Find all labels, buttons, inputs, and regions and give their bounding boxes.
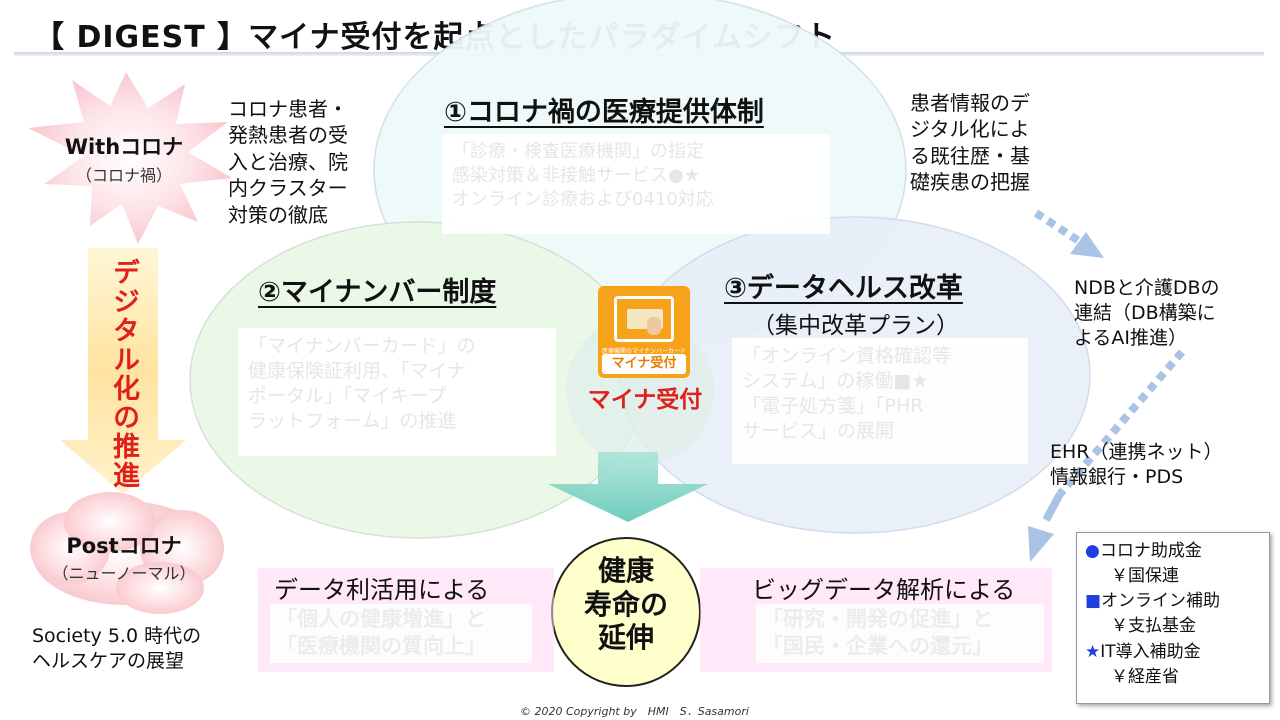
ndb-note: NDBと介護DBの 連結（DB構築に よるAI推進） [1074, 276, 1220, 351]
dotted-arrow-3 [1042, 492, 1064, 522]
legend-sub: ￥国保連 [1111, 566, 1179, 587]
card-reader-icon [614, 296, 674, 342]
society-line: Society 5.0 時代の [32, 625, 202, 647]
box-line: 「電子処方箋」「PHR [742, 395, 924, 418]
note-line: 対策の徹底 [228, 202, 328, 227]
society-text: Society 5.0 時代の ヘルスケアの展望 [32, 624, 201, 674]
subsidy-legend: ●コロナ助成金 ￥国保連 ■オンライン補助 ￥支払基金 ★IT導入補助金 ￥経産… [1076, 532, 1270, 704]
note-line: 礎疾患の把握 [910, 170, 1030, 195]
box-line: システム」の稼働■★ [742, 370, 929, 393]
with-corona-title: Withコロナ [64, 135, 184, 159]
square-bullet-icon: ■ [1085, 591, 1102, 612]
dotted-arrow-1-head [1070, 232, 1104, 258]
legend-sub: ￥支払基金 [1111, 616, 1196, 637]
hand-icon [647, 317, 661, 335]
circle-1-title: ①コロナ禍の医療提供体制 [444, 97, 764, 128]
circle-3-box: 「オンライン資格確認等 システム」の稼働■★ 「電子処方箋」「PHR サービス」… [732, 338, 1028, 464]
star-bullet-icon: ★ [1085, 641, 1101, 662]
note-line: よるAI推進） [1074, 327, 1188, 350]
goal-line: 延伸 [597, 621, 654, 655]
note-line: る既往歴・基 [910, 143, 1030, 168]
corona-note: コロナ患者・ 発熱患者の受 入と治療、院 内クラスター 対策の徹底 [228, 96, 348, 228]
legend-sub: ￥経産省 [1111, 666, 1179, 687]
legend-label: IT導入補助金 [1100, 641, 1201, 662]
myna-uketsuke-label: マイナ受付 [587, 387, 703, 413]
box-line: 「マイナンバーカード」の [248, 335, 476, 357]
ehr-note: EHR（連携ネット） 情報銀行・PDS [1050, 440, 1223, 490]
note-line: コロナ患者・ [228, 97, 348, 121]
note-line: 連結（DB構築に [1074, 302, 1216, 325]
dotted-arrow-1 [1033, 209, 1085, 247]
right-band-heading: ビッグデータ解析による [752, 576, 1016, 604]
digital-arrow-label: デジタル化の推進 [108, 258, 139, 490]
with-corona-subtitle: （コロナ禍） [75, 166, 172, 185]
circle-1-box: 「診療・検査医療機関」の指定 感染対策＆非接触サービス●★ オンライン診療および… [442, 134, 830, 234]
patient-info-note: 患者情報のデ ジタル化によ る既往歴・基 礎疾患の把握 [910, 90, 1030, 196]
note-line: NDBと介護DBの [1074, 277, 1220, 299]
box-line: サービス」の展開 [742, 420, 895, 443]
right-band-faded-text: 「研究・開発の促進」と 「国民・企業への還元」 [756, 604, 1044, 663]
box-line: オンライン診療および0410対応 [452, 188, 714, 210]
circle-3-subtitle: （集中改革プラン） [752, 313, 959, 339]
box-line: 感染対策＆非接触サービス●★ [452, 164, 700, 186]
note-line: ジタル化によ [910, 117, 1030, 142]
teal-down-arrow [548, 452, 708, 522]
circle-bullet-icon: ● [1085, 541, 1100, 561]
note-line: 入と治療、院 [228, 149, 348, 174]
band-line: 「研究・開発の促進」と [762, 607, 993, 631]
box-line: ラットフォーム」の推進 [248, 410, 457, 433]
band-line: 「個人の健康増進」と [276, 607, 486, 631]
with-corona-burst [28, 72, 232, 244]
box-line: 「診療・検査医療機関」の指定 [452, 141, 704, 162]
left-band-heading: データ利活用による [274, 576, 490, 604]
note-line: EHR（連携ネット） [1050, 441, 1223, 463]
digital-down-arrow [60, 248, 186, 494]
center-goal-text: 健康 寿命の 延伸 [556, 554, 696, 655]
band-line: 「国民・企業への還元」 [762, 634, 993, 659]
box-line: 健康保険証利用、「マイナ [248, 360, 467, 383]
note-line: 情報銀行・PDS [1050, 466, 1184, 489]
post-corona-subtitle: （ニューノーマル） [52, 564, 196, 583]
logo-header: 医療機関のマイナンバーカード [602, 348, 686, 355]
legend-item: ■オンライン補助 [1085, 589, 1261, 614]
society-line: ヘルスケアの展望 [32, 650, 185, 673]
post-corona-cloud [30, 492, 224, 614]
note-line: 発熱患者の受 [228, 123, 348, 148]
post-corona-title: Postコロナ [66, 534, 182, 558]
box-line: 「オンライン資格確認等 [742, 345, 952, 367]
legend-label: オンライン補助 [1101, 591, 1221, 612]
left-band-faded-text: 「個人の健康増進」と 「医療機関の質向上」 [270, 604, 532, 663]
legend-item: ●コロナ助成金 [1085, 539, 1261, 564]
box-line: ポータル」「マイキープ [248, 385, 447, 408]
legend-label: コロナ助成金 [1099, 541, 1202, 561]
legend-item: ★IT導入補助金 [1085, 640, 1261, 665]
circle-2-title: ②マイナンバー制度 [258, 277, 497, 308]
band-line: 「医療機関の質向上」 [276, 634, 486, 659]
goal-line: 健康 [597, 554, 654, 587]
dotted-arrow-2 [1056, 349, 1186, 497]
circle-2-box: 「マイナンバーカード」の 健康保険証利用、「マイナ ポータル」「マイキープ ラッ… [238, 328, 556, 456]
myna-uketsuke-logo: 医療機関のマイナンバーカード マイナ受付 [598, 286, 690, 378]
copyright: © 2020 Copyright by HMI S．Sasamori [520, 705, 749, 718]
dotted-arrow-3-head [1028, 526, 1054, 562]
note-line: 患者情報のデ [910, 91, 1030, 115]
logo-label: マイナ受付 [602, 354, 686, 374]
circle-3-title: ③データヘルス改革 [724, 273, 963, 304]
goal-line: 寿命の [583, 587, 668, 621]
note-line: 内クラスター [228, 176, 348, 201]
